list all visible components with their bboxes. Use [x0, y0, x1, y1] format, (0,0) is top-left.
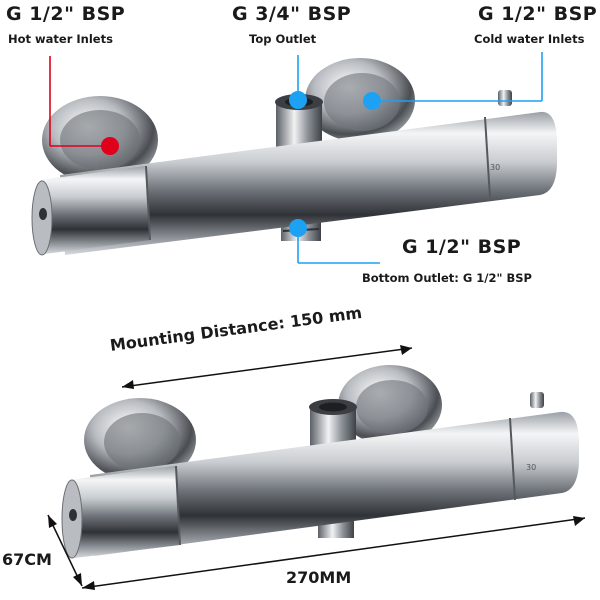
temperature-knob-lower	[70, 466, 180, 558]
bottom-outlet-size-label: G 1/2" BSP	[402, 236, 522, 258]
height-dimension-label: 67CM	[2, 550, 52, 569]
mixer-body	[60, 111, 557, 255]
callouts	[49, 52, 543, 264]
top-outlet-marker	[289, 91, 307, 109]
bottom-outlet-name-label: Bottom Outlet: G 1/2" BSP	[362, 271, 532, 285]
length-dimension-label: 270MM	[286, 568, 352, 587]
mounting-distance-arrow	[121, 347, 413, 388]
cold-inlet-name-label: Cold water Inlets	[474, 32, 585, 46]
dial-marking-lower: 30	[526, 463, 536, 472]
length-arrow	[81, 517, 586, 589]
safety-button-lower	[530, 392, 544, 408]
dimension-lines	[47, 345, 586, 590]
top-outlet-size-label: G 3/4" BSP	[232, 3, 352, 25]
mixer-body-lower	[90, 411, 579, 556]
height-arrow	[47, 514, 83, 587]
cold-inlet-marker	[363, 92, 381, 110]
hot-inlet-name-label: Hot water Inlets	[8, 32, 113, 46]
hot-inlet-size-label: G 1/2" BSP	[6, 3, 126, 25]
hot-inlet-marker	[101, 137, 119, 155]
safety-button	[498, 90, 512, 106]
top-outlet-name-label: Top Outlet	[249, 32, 317, 46]
dial-marking: 30	[490, 163, 500, 172]
bottom-outlet-marker	[289, 219, 307, 237]
faucet-dimension-view: 30	[61, 365, 579, 559]
temperature-knob	[40, 166, 150, 254]
cold-inlet-size-label: G 1/2" BSP	[478, 3, 598, 25]
